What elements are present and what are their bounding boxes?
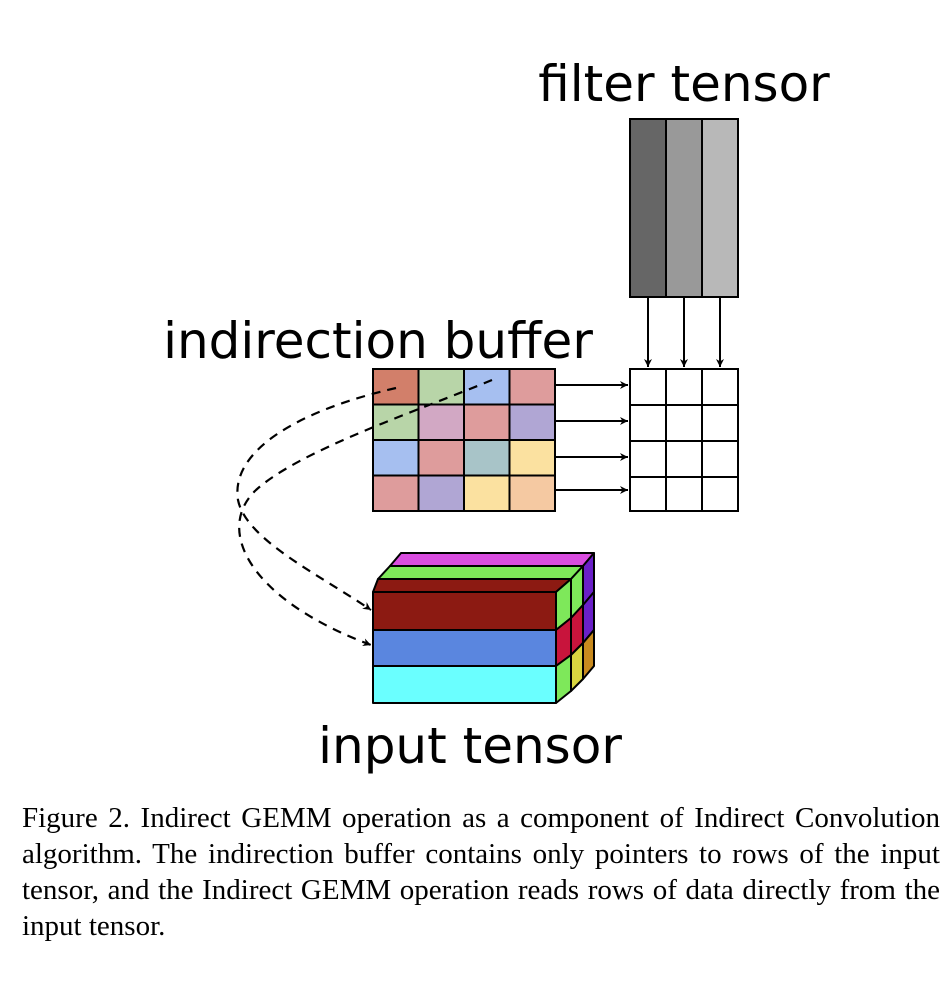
indirection-cell — [417, 403, 465, 441]
output-cell — [665, 404, 703, 442]
output-cell — [665, 440, 703, 478]
indirection-cell — [463, 403, 511, 441]
filter-column — [701, 118, 739, 298]
indirection-cell — [372, 439, 420, 477]
indirection-cell — [508, 439, 556, 477]
indirection-buffer — [372, 368, 556, 512]
pointer-curve — [236, 386, 397, 611]
indirection-cell — [463, 474, 511, 512]
input-tensor — [372, 552, 595, 704]
output-cell — [629, 404, 667, 442]
pointer-curves — [236, 378, 493, 647]
input-row-front — [372, 591, 557, 631]
indirection-cell — [463, 368, 511, 406]
buffer-arrows — [555, 381, 628, 494]
filter-arrows — [644, 297, 724, 367]
output-cell — [665, 476, 703, 512]
indirection-cell — [372, 403, 420, 441]
output-matrix — [629, 368, 739, 512]
output-cell — [701, 440, 739, 478]
output-cell — [629, 476, 667, 512]
indirection-cell — [372, 368, 420, 406]
indirection-cell — [417, 368, 465, 406]
filter-column — [629, 118, 667, 298]
input-mid-top — [377, 565, 584, 580]
output-cell — [629, 440, 667, 478]
indirect-gemm-diagram: filter tensor indirection buffer input t… — [163, 55, 830, 775]
output-cell — [629, 368, 667, 406]
output-cell — [701, 368, 739, 406]
pointer-curve — [238, 378, 493, 647]
output-cell — [701, 476, 739, 512]
input-back-top — [389, 552, 595, 567]
indirection-cell — [417, 474, 465, 512]
input-row-front — [372, 629, 557, 667]
indirection-cell — [417, 439, 465, 477]
input-front-top — [372, 578, 572, 593]
input-row-front — [372, 665, 557, 704]
indirection-buffer-label: indirection buffer — [163, 312, 593, 370]
indirection-cell — [508, 368, 556, 406]
indirection-cell — [372, 474, 420, 512]
figure-caption: Figure 2. Indirect GEMM operation as a c… — [22, 802, 940, 942]
output-cell — [701, 404, 739, 442]
indirection-cell — [508, 403, 556, 441]
output-cell — [665, 368, 703, 406]
filter-column — [665, 118, 703, 298]
filter-tensor — [629, 118, 739, 298]
input-tensor-label: input tensor — [318, 717, 622, 775]
filter-tensor-label: filter tensor — [538, 55, 830, 113]
indirection-cell — [508, 474, 556, 512]
indirection-cell — [463, 439, 511, 477]
